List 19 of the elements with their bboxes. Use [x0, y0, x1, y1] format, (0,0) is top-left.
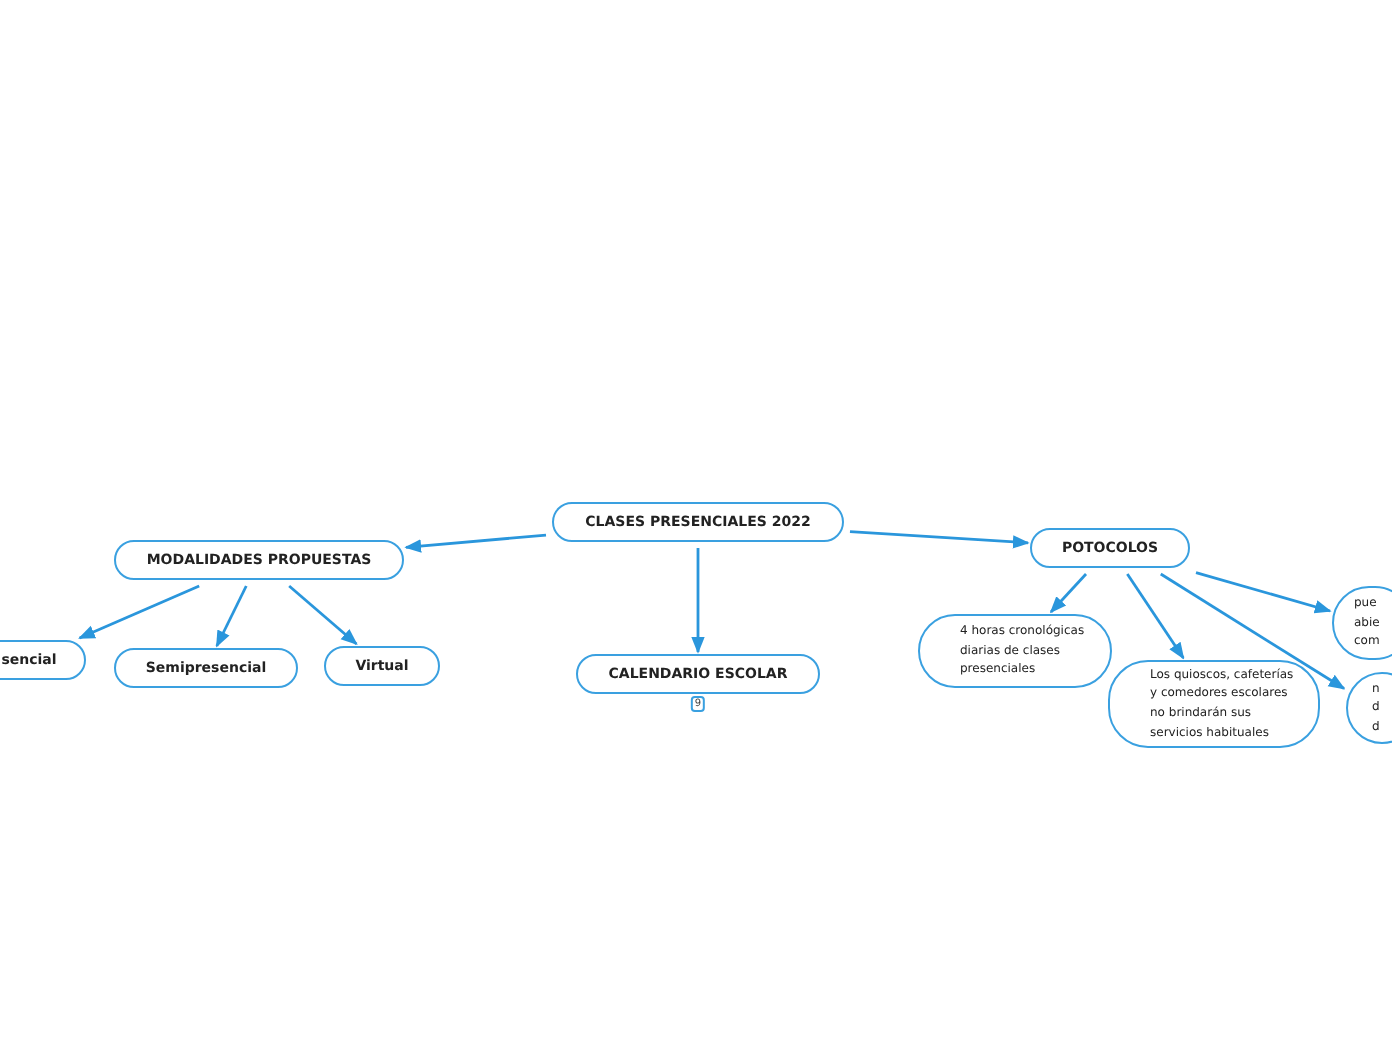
note-bubble [1108, 660, 1320, 748]
topic-box [114, 540, 404, 580]
topic-box [0, 640, 86, 680]
arrow [404, 533, 547, 553]
arrow [215, 585, 248, 648]
arrow [288, 584, 358, 646]
topic-box [324, 646, 440, 686]
note-bubble [918, 614, 1112, 688]
arrow [78, 584, 200, 640]
arrow [1160, 572, 1346, 690]
arrow [1126, 573, 1185, 660]
arrow [1049, 573, 1088, 614]
topic-box [1030, 528, 1190, 568]
topic-box [114, 648, 298, 688]
topic-box [552, 502, 844, 542]
arrow [849, 530, 1030, 549]
arrow [1195, 571, 1332, 614]
arrow [691, 548, 705, 654]
note-bubble [1332, 586, 1392, 660]
